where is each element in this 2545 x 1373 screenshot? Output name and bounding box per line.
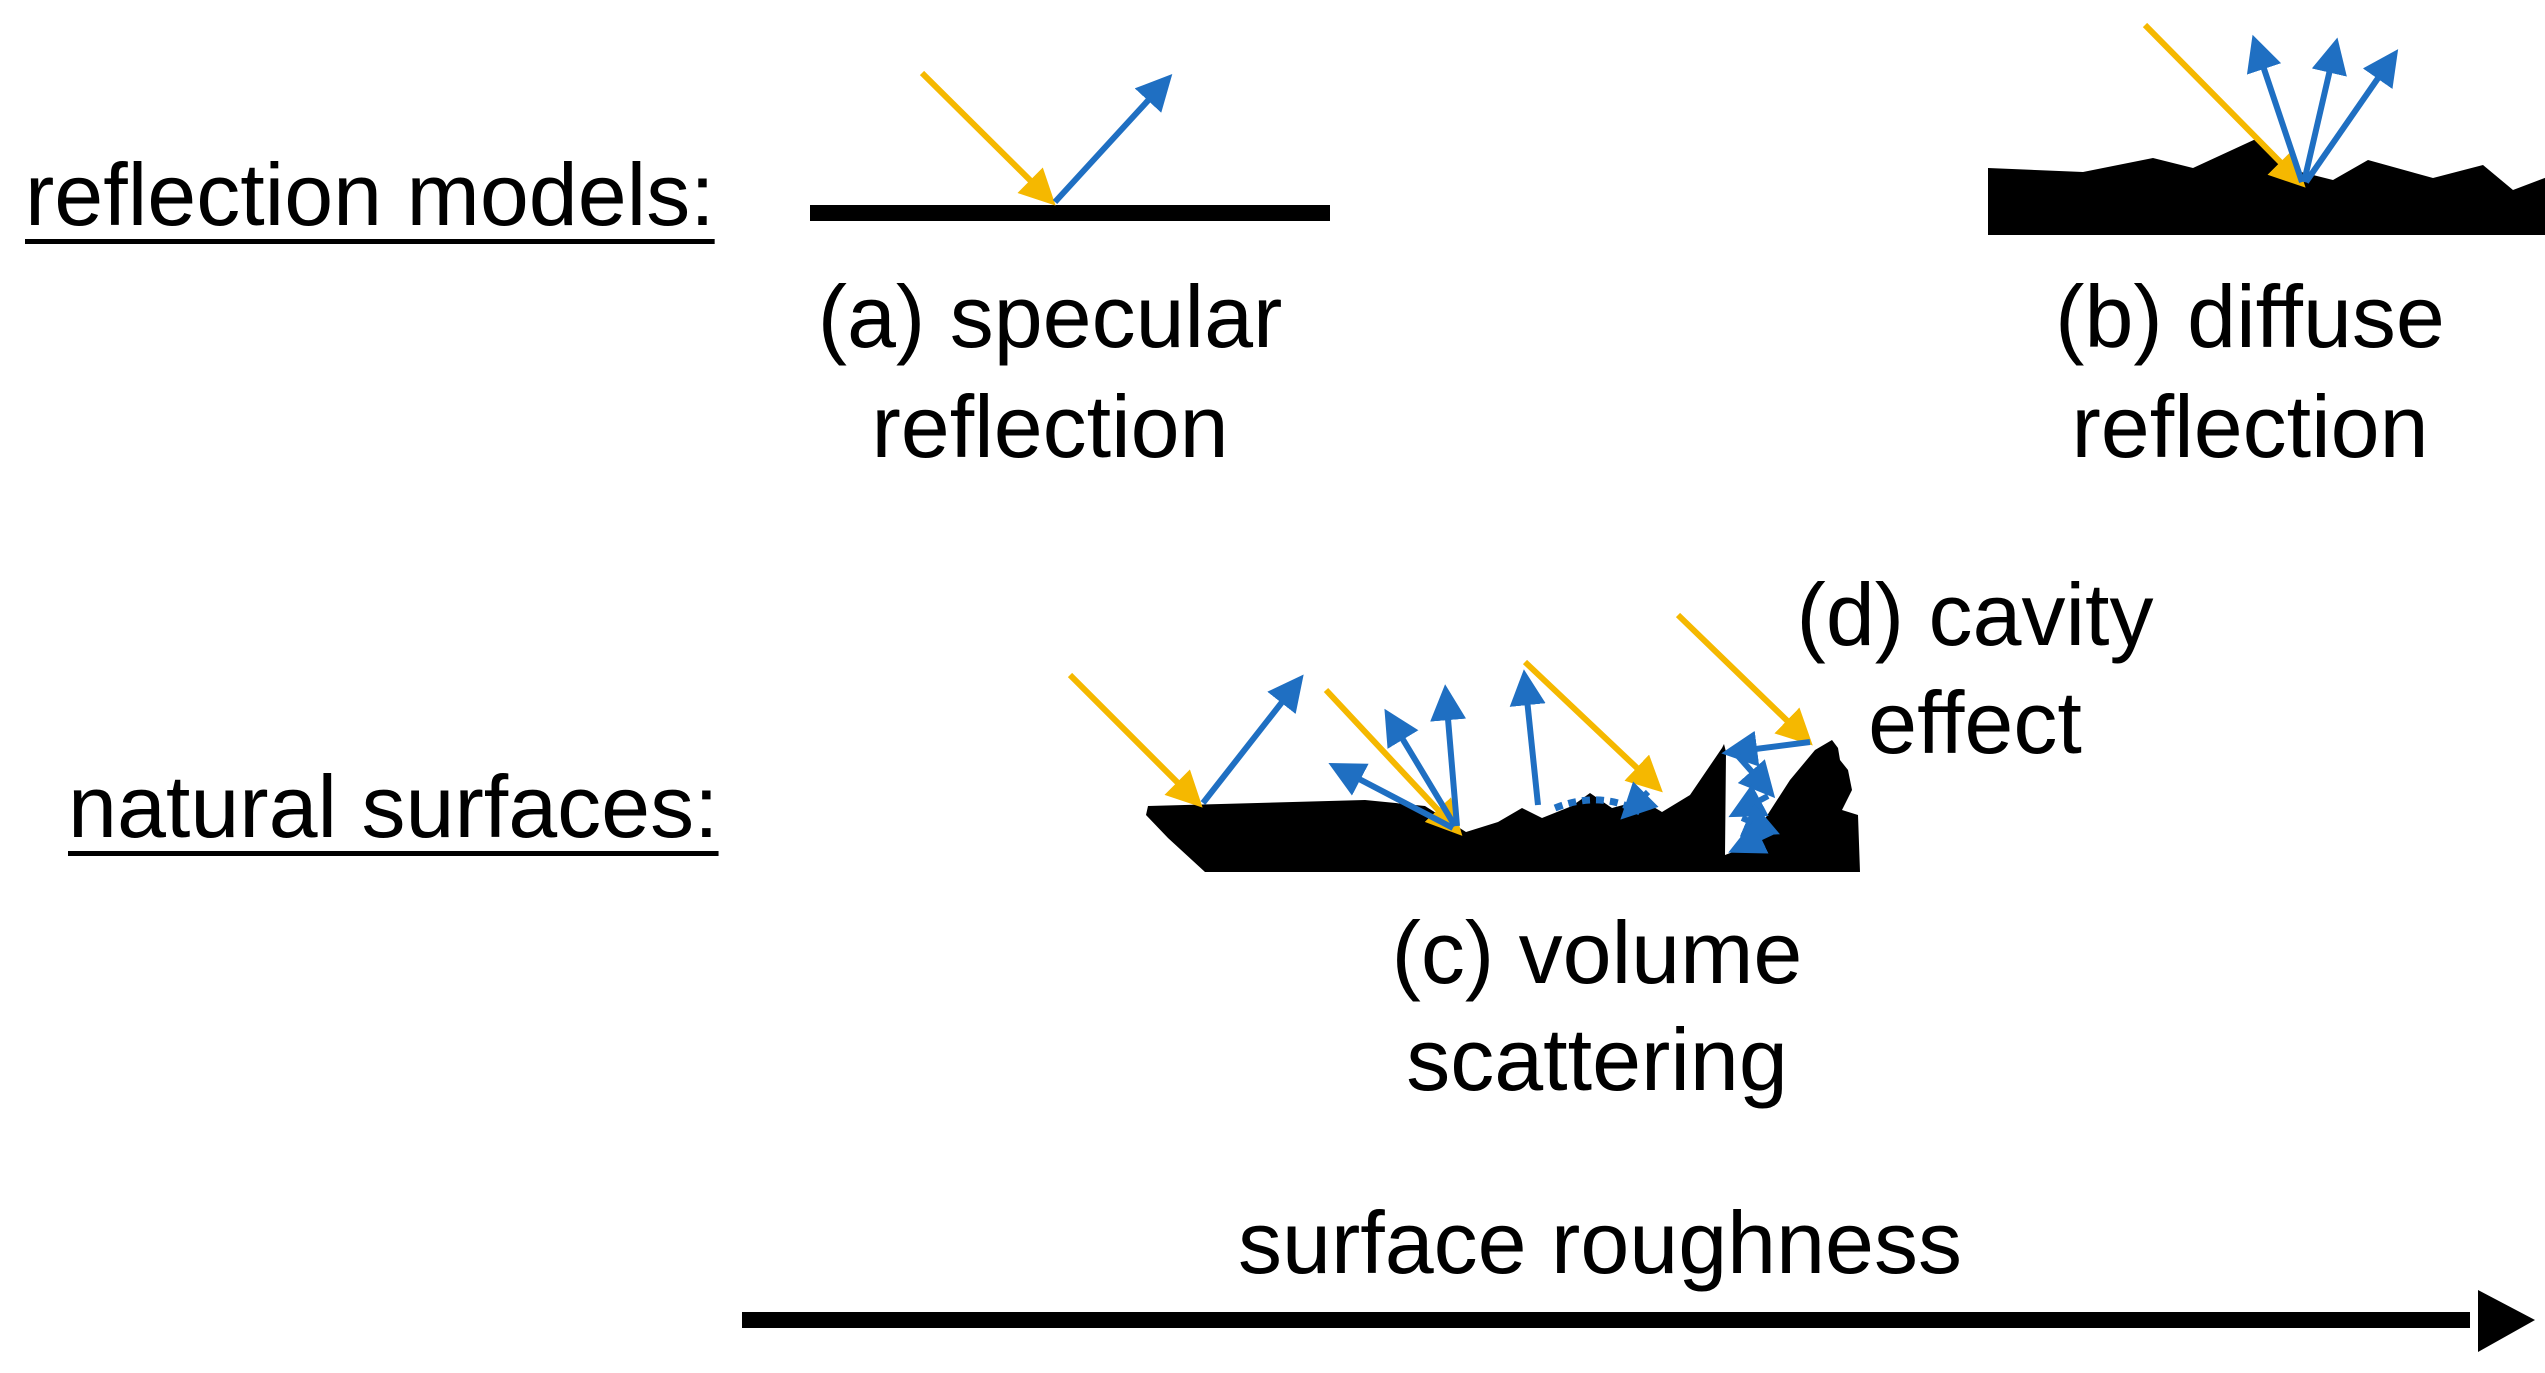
volume-reflected-ray-3: [1430, 684, 1467, 827]
heading-natural-surfaces: natural surfaces:: [68, 757, 719, 856]
volume-incident-ray-1: [1067, 672, 1203, 808]
specular-incident-ray: [919, 70, 1056, 206]
diffuse-reflected-ray-1: [2246, 34, 2305, 183]
specular-surface: [810, 205, 1330, 221]
label-c-volume-line2: scattering: [1406, 1010, 1788, 1109]
label-d-cavity-line2: effect: [1868, 673, 2082, 772]
diffuse-reflected-ray-3: [2303, 49, 2399, 184]
label-c-volume-line1: (c) volume: [1391, 903, 1803, 1002]
volume-incident-ray-2: [1323, 687, 1463, 836]
volume-reflected-ray-1: [1200, 674, 1304, 805]
label-b-diffuse-line1: (b) diffuse: [2055, 267, 2445, 366]
natural-rock-surface: [1146, 740, 1860, 872]
diffuse-incident-ray: [2142, 22, 2306, 188]
label-a-specular-line2: reflection: [871, 377, 1229, 476]
cavity-bounce-ray-3: [1728, 784, 1770, 818]
heading-reflection-models: reflection models:: [25, 145, 715, 244]
label-d-cavity-line1: (d) cavity: [1796, 565, 2154, 664]
cavity-bounce-ray-5: [1728, 820, 1774, 854]
volume-internal-scatter-path: [1553, 796, 1642, 816]
volume-reflected-ray-6: [1620, 781, 1659, 820]
label-a-specular-line1: (a) specular: [817, 267, 1283, 366]
label-b-diffuse-line2: reflection: [2071, 377, 2429, 476]
diffuse-reflected-ray-2: [2301, 37, 2347, 183]
volume-incident-ray-3: [1522, 659, 1663, 793]
surface-roughness-arrowhead-icon: [2478, 1290, 2535, 1352]
volume-reflected-ray-2: [1384, 708, 1458, 828]
cavity-bounce-ray-2: [1735, 754, 1776, 799]
cavity-incident-ray: [1675, 612, 1813, 746]
axis-label-surface-roughness: surface roughness: [1238, 1193, 1962, 1292]
volume-reflected-ray-5: [1509, 669, 1546, 806]
cavity-bounce-ray-1: [1721, 730, 1811, 767]
volume-reflected-ray-4: [1328, 763, 1455, 831]
specular-reflected-ray: [1052, 74, 1173, 205]
diffuse-rough-surface: [1988, 138, 2545, 235]
